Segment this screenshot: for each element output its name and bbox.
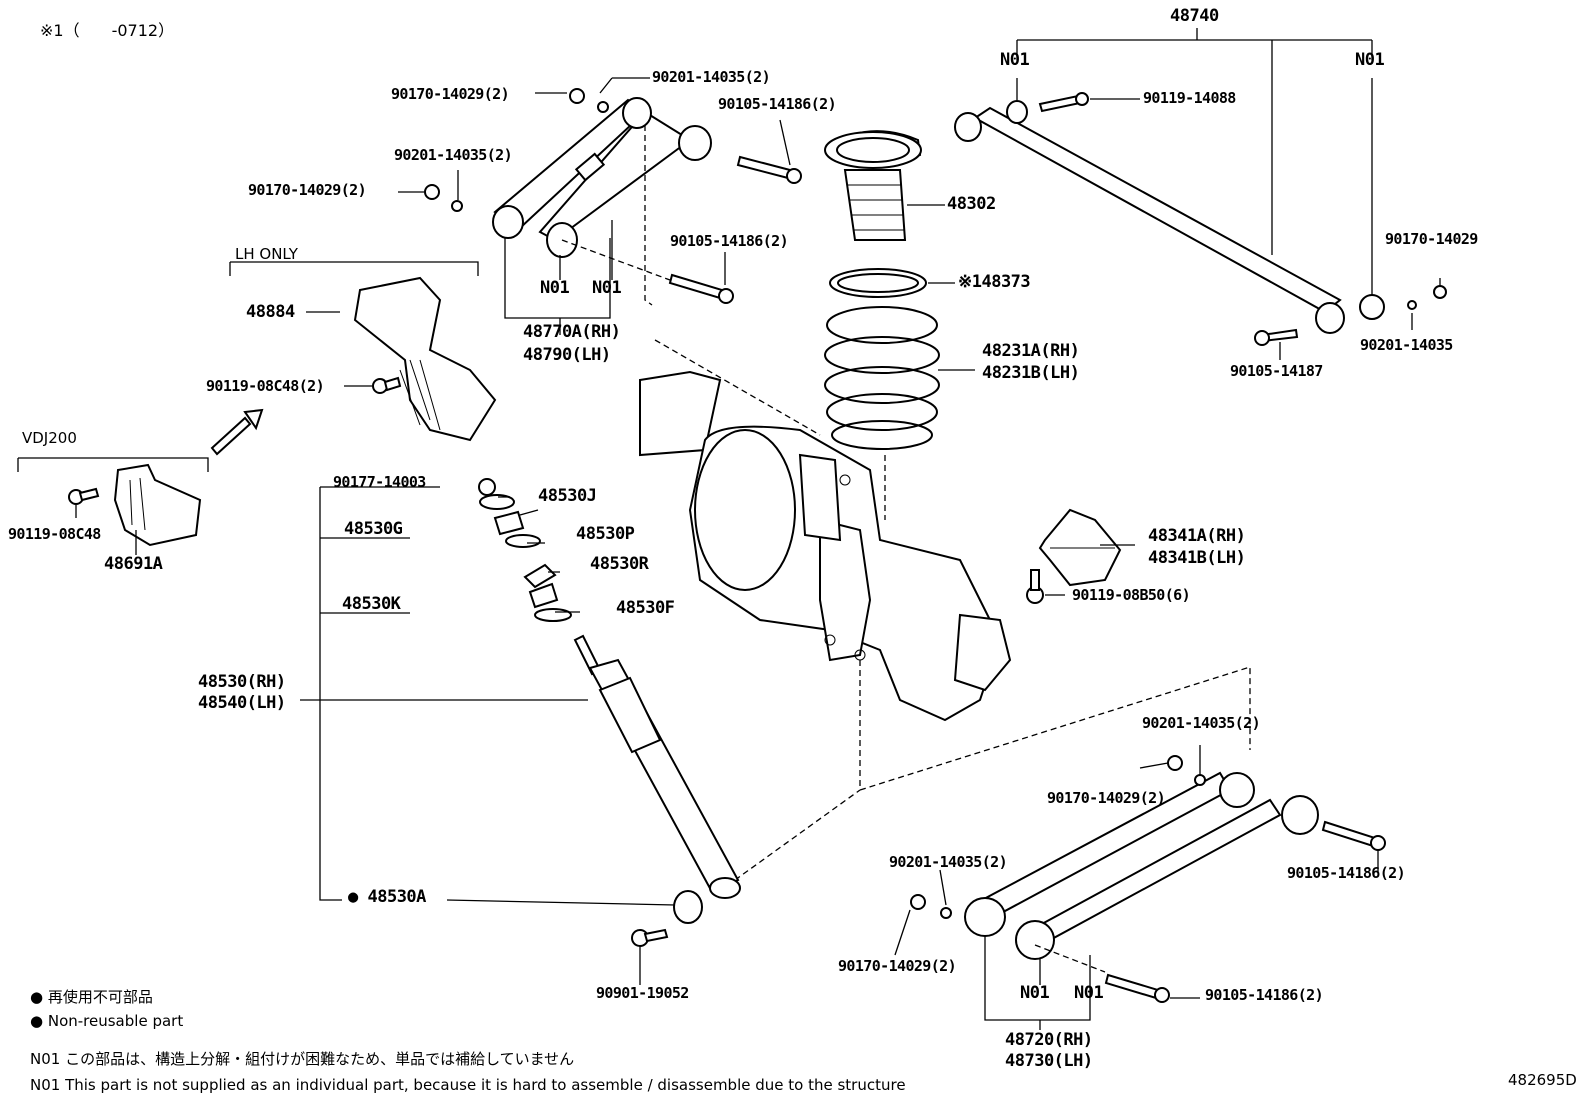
lateral-rod-48740: [954, 92, 1447, 346]
part-label-48770A: 48770A(RH): [523, 322, 621, 342]
part-label-48530R[interactable]: 48530R: [590, 554, 649, 574]
n01-label: N01: [592, 278, 622, 298]
legend-n01-jp: N01 この部品は、構造上分解・組付けが困難なため、単品では補給していません: [30, 1050, 575, 1068]
part-label-48530K[interactable]: 48530K: [342, 594, 401, 614]
lower-control-arm: [910, 755, 1386, 1030]
spring-and-bumper: [824, 130, 940, 450]
part-label-90201-14035-2[interactable]: 90201-14035(2): [1142, 714, 1261, 732]
n01-label: N01: [540, 278, 570, 298]
legend-nonreusable-en: ● Non-reusable part: [30, 1012, 184, 1030]
part-label-90201-14035[interactable]: 90201-14035: [1360, 336, 1453, 354]
part-label-48231B: 48231B(LH): [982, 363, 1080, 383]
part-label-90170-14029-2[interactable]: 90170-14029(2): [391, 85, 510, 103]
part-label-90901-19052[interactable]: 90901-19052: [596, 984, 689, 1002]
part-label-48530P[interactable]: 48530P: [576, 524, 635, 544]
bracket-48691A: [68, 463, 202, 547]
bracket-48740: [1016, 28, 1373, 300]
part-label-48884[interactable]: 48884: [246, 302, 295, 322]
footnote-reference: ※1（ -0712）: [40, 21, 175, 40]
part-label-48530J[interactable]: 48530J: [538, 486, 597, 506]
part-label-48341A-48341B[interactable]: 48341A(RH) 48341B(LH): [1148, 525, 1246, 569]
part-label-90119-08C48[interactable]: 90119-08C48: [8, 525, 101, 543]
lh-only-bracket: [229, 261, 479, 276]
part-label-48691A[interactable]: 48691A: [104, 554, 163, 574]
part-label-90105-14186-2[interactable]: 90105-14186(2): [670, 232, 789, 250]
part-label-48373[interactable]: ※148373: [958, 272, 1031, 292]
part-label-48530-48540[interactable]: 48530(RH) 48540(LH): [198, 672, 286, 714]
part-label-48730: 48730(LH): [1005, 1051, 1093, 1071]
part-label-90201-14035-2[interactable]: 90201-14035(2): [652, 68, 771, 86]
axle-housing: [639, 370, 1012, 722]
part-label-90170-14029-2[interactable]: 90170-14029(2): [1047, 789, 1166, 807]
part-label-90170-14029-2[interactable]: 90170-14029(2): [248, 181, 367, 199]
vdj200-bracket: [17, 457, 209, 472]
part-label-90170-14029[interactable]: 90170-14029: [1385, 230, 1478, 248]
part-label-90201-14035-2[interactable]: 90201-14035(2): [889, 853, 1008, 871]
part-label-48740[interactable]: 48740: [1170, 6, 1219, 26]
n01-label: N01: [1355, 50, 1385, 70]
shock-absorber: [478, 478, 741, 947]
part-label-90105-14186-2[interactable]: 90105-14186(2): [1287, 864, 1406, 882]
part-label-48231A: 48231A(RH): [982, 341, 1080, 361]
part-label-90119-08C48-2[interactable]: 90119-08C48(2): [206, 377, 325, 395]
n01-label: N01: [1020, 983, 1050, 1003]
part-label-90119-14088[interactable]: 90119-14088: [1143, 89, 1236, 107]
vdj200-label: VDJ200: [22, 429, 77, 447]
upper-control-arm: [424, 88, 802, 335]
part-label-90105-14186-2[interactable]: 90105-14186(2): [1205, 986, 1324, 1004]
part-label-48341B: 48341B(LH): [1148, 548, 1246, 568]
legend-n01-en: N01 This part is not supplied as an indi…: [30, 1076, 906, 1094]
n01-label: N01: [1074, 983, 1104, 1003]
part-label-90105-14186-2[interactable]: 90105-14186(2): [718, 95, 837, 113]
part-label-48790: 48790(LH): [523, 345, 611, 365]
diagram-id: 482695D: [1508, 1071, 1577, 1089]
lh-only-label: LH ONLY: [235, 245, 298, 263]
legend-nonreusable-jp: ● 再使用不可部品: [30, 988, 153, 1006]
part-label-48720: 48720(RH): [1005, 1030, 1093, 1050]
arrow-icon: [210, 416, 252, 456]
part-label-90177-14003[interactable]: 90177-14003: [333, 473, 426, 491]
part-label-48341A: 48341A(RH): [1148, 526, 1246, 546]
part-label-48530G[interactable]: 48530G: [344, 519, 403, 539]
part-label-48770A-48790[interactable]: 48770A(RH) 48790(LH): [523, 321, 621, 367]
n01-label: N01: [1000, 50, 1030, 70]
part-label-90201-14035-2[interactable]: 90201-14035(2): [394, 146, 513, 164]
bracket-48884: [353, 276, 497, 442]
part-label-48231A-48231B[interactable]: 48231A(RH) 48231B(LH): [982, 340, 1080, 384]
part-number: 48530A: [367, 887, 426, 907]
part-label-48530: 48530(RH): [198, 672, 286, 692]
part-label-48302[interactable]: 48302: [947, 194, 996, 214]
part-label-48540: 48540(LH): [198, 693, 286, 713]
part-label-90170-14029-2[interactable]: 90170-14029(2): [838, 957, 957, 975]
part-label-90119-08B50-6[interactable]: 90119-08B50(6): [1072, 586, 1191, 604]
part-label-48530A[interactable]: ● 48530A: [348, 887, 426, 907]
part-label-48530F[interactable]: 48530F: [616, 598, 675, 618]
spring-bracket-48341: [1026, 508, 1122, 604]
part-label-48720-48730[interactable]: 48720(RH) 48730(LH): [1005, 1030, 1093, 1072]
part-label-90105-14187[interactable]: 90105-14187: [1230, 362, 1323, 380]
